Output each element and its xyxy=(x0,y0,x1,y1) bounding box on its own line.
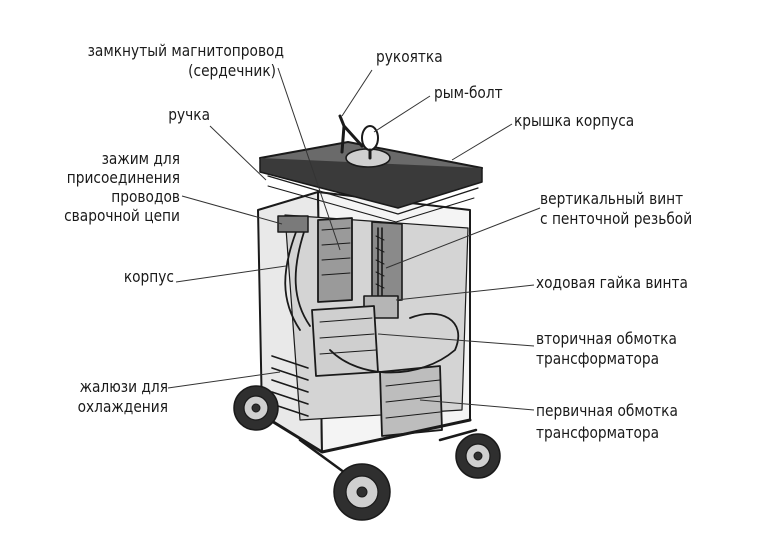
label-nut: ходовая гайка винта xyxy=(536,274,688,292)
label-secondary-line2: трансформатора xyxy=(536,350,659,368)
label-core-line2: (сердечник) xyxy=(51,62,276,80)
label-clamp-line2: присоединения xyxy=(42,169,180,187)
core-leg-right xyxy=(372,222,402,302)
eyebolt-ring xyxy=(362,126,378,150)
label-louvers-line1: жалюзи для xyxy=(41,378,168,396)
wheel-front-right xyxy=(334,464,390,520)
label-louvers-line2: охлаждения xyxy=(41,398,168,416)
cable-clamp xyxy=(278,216,308,232)
label-clamp-line1: зажим для xyxy=(42,150,180,168)
leader-cover xyxy=(452,124,512,160)
wheel-front-left xyxy=(234,386,278,430)
label-screw-line2: с пенточной резьбой xyxy=(540,210,692,228)
wheel-rear-right xyxy=(456,434,500,478)
label-eyebolt: рым-болт xyxy=(434,84,503,102)
label-primary-line2: трансформатора xyxy=(536,424,659,442)
leader-grip xyxy=(210,126,266,180)
eyebolt-base xyxy=(346,149,390,167)
secondary-winding xyxy=(312,306,378,376)
label-handle: рукоятка xyxy=(376,48,443,66)
label-screw-line1: вертикальный винт xyxy=(540,190,683,208)
label-core-line1: замкнутый магнитопровод xyxy=(52,42,284,60)
leader-eyebolt xyxy=(374,96,430,132)
label-cover: крышка корпуса xyxy=(514,112,634,130)
label-secondary-line1: вторичная обмотка xyxy=(536,330,677,348)
label-primary-line1: первичная обмотка xyxy=(536,402,678,420)
label-housing: корпус xyxy=(59,268,174,286)
label-grip: ручка xyxy=(81,106,210,124)
label-clamp-line3: проводов xyxy=(42,188,180,206)
label-clamp-line4: сварочной цепи xyxy=(42,207,180,225)
leader-handle xyxy=(342,70,372,116)
